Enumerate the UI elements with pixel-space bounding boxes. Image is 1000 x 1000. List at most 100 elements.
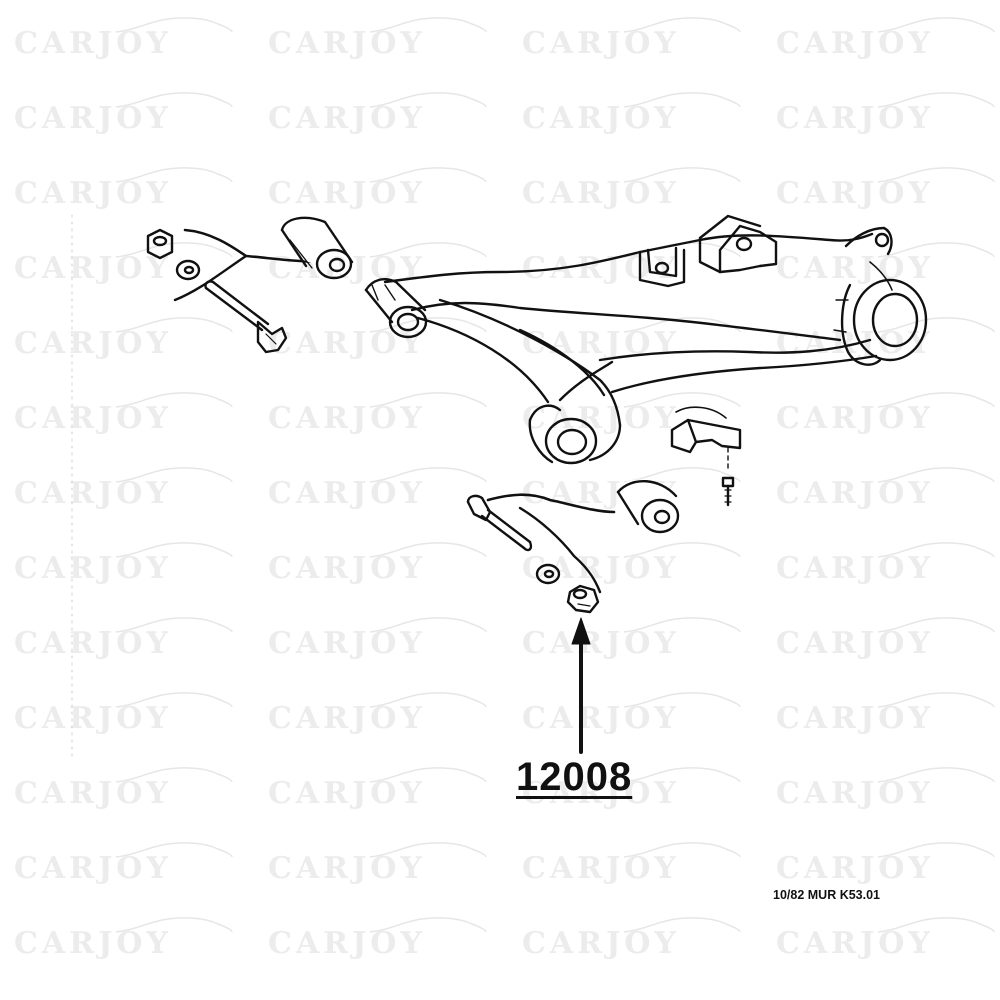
- watermark-text: CARJOY: [776, 701, 934, 736]
- car-silhouette-icon: [369, 767, 487, 783]
- watermark-text: CARJOY: [776, 251, 934, 286]
- document-reference: 10/82 MUR K53.01: [773, 888, 881, 902]
- car-silhouette-icon: [369, 92, 487, 108]
- arrow-up-icon: [571, 617, 591, 754]
- part-number-label: 12008: [516, 755, 633, 799]
- watermark-text: CARJOY: [268, 926, 426, 961]
- car-silhouette-icon: [623, 692, 741, 708]
- car-silhouette-icon: [877, 242, 995, 258]
- car-silhouette-icon: [623, 842, 741, 858]
- watermark-text: CARJOY: [14, 251, 172, 286]
- car-silhouette-icon: [877, 542, 995, 558]
- highlighted-nut-12008: [566, 584, 600, 614]
- car-silhouette-icon: [115, 767, 233, 783]
- watermark-text: CARJOY: [14, 401, 172, 436]
- car-silhouette-icon: [877, 692, 995, 708]
- watermark-text: CARJOY: [522, 851, 680, 886]
- watermark-text: CARJOY: [776, 551, 934, 586]
- car-silhouette-icon: [623, 167, 741, 183]
- watermark-text: CARJOY: [522, 551, 680, 586]
- watermark-text: CARJOY: [522, 776, 680, 811]
- watermark-text: CARJOY: [268, 476, 426, 511]
- upper-left-parts: [146, 216, 354, 354]
- car-silhouette-icon: [369, 467, 487, 483]
- car-silhouette-icon: [115, 392, 233, 408]
- watermark-text: CARJOY: [14, 926, 172, 961]
- car-silhouette-icon: [877, 17, 995, 33]
- car-silhouette-icon: [623, 542, 741, 558]
- car-silhouette-icon: [623, 917, 741, 933]
- car-silhouette-icon: [115, 92, 233, 108]
- watermark-text: CARJOY: [522, 926, 680, 961]
- watermark-text: CARJOY: [268, 101, 426, 136]
- car-silhouette-icon: [115, 917, 233, 933]
- car-silhouette-icon: [877, 392, 995, 408]
- car-silhouette-icon: [115, 17, 233, 33]
- car-silhouette-icon: [369, 317, 487, 333]
- watermark-text: CARJOY: [776, 776, 934, 811]
- watermark-text: CARJOY: [268, 176, 426, 211]
- car-silhouette-icon: [369, 392, 487, 408]
- rear-subframe: [364, 214, 928, 507]
- car-silhouette-icon: [115, 842, 233, 858]
- watermark-text: CARJOY: [14, 26, 172, 61]
- watermark-text: CARJOY: [776, 401, 934, 436]
- watermark-text: CARJOY: [14, 326, 172, 361]
- watermark-text: CARJOY: [268, 776, 426, 811]
- watermark-text: CARJOY: [776, 476, 934, 511]
- car-silhouette-icon: [623, 92, 741, 108]
- watermark-text: CARJOY: [14, 851, 172, 886]
- car-silhouette-icon: [369, 917, 487, 933]
- car-silhouette-icon: [369, 842, 487, 858]
- car-silhouette-icon: [115, 542, 233, 558]
- watermark-text: CARJOY: [268, 851, 426, 886]
- watermark-text: CARJOY: [522, 626, 680, 661]
- car-silhouette-icon: [877, 617, 995, 633]
- car-silhouette-icon: [877, 467, 995, 483]
- watermark-text: CARJOY: [776, 626, 934, 661]
- car-silhouette-icon: [623, 467, 741, 483]
- watermark-text: CARJOY: [14, 476, 172, 511]
- watermark-text: CARJOY: [14, 701, 172, 736]
- lower-parts: [466, 479, 680, 614]
- car-silhouette-icon: [115, 167, 233, 183]
- car-silhouette-icon: [877, 917, 995, 933]
- car-silhouette-icon: [369, 167, 487, 183]
- watermark-text: CARJOY: [268, 401, 426, 436]
- car-silhouette-icon: [877, 92, 995, 108]
- watermark-text: CARJOY: [268, 626, 426, 661]
- car-silhouette-icon: [623, 317, 741, 333]
- watermark-text: CARJOY: [268, 701, 426, 736]
- car-silhouette-icon: [115, 692, 233, 708]
- watermark-text: CARJOY: [776, 926, 934, 961]
- car-silhouette-icon: [877, 767, 995, 783]
- watermark-text: CARJOY: [522, 701, 680, 736]
- watermark-text: CARJOY: [268, 551, 426, 586]
- car-silhouette-icon: [877, 317, 995, 333]
- car-silhouette-icon: [623, 392, 741, 408]
- car-silhouette-icon: [369, 242, 487, 258]
- car-silhouette-icon: [115, 317, 233, 333]
- watermark-text: CARJOY: [522, 101, 680, 136]
- car-silhouette-icon: [115, 467, 233, 483]
- car-silhouette-icon: [877, 167, 995, 183]
- watermark-text: CARJOY: [522, 176, 680, 211]
- car-silhouette-icon: [369, 692, 487, 708]
- watermark-text: CARJOY: [776, 176, 934, 211]
- car-silhouette-icon: [369, 542, 487, 558]
- car-silhouette-icon: [623, 17, 741, 33]
- car-silhouette-icon: [623, 767, 741, 783]
- car-silhouette-icon: [369, 617, 487, 633]
- watermark-text: CARJOY: [776, 101, 934, 136]
- car-silhouette-icon: [115, 242, 233, 258]
- watermark-text: CARJOY: [14, 176, 172, 211]
- watermark-text: CARJOY: [776, 26, 934, 61]
- watermark-text: CARJOY: [14, 626, 172, 661]
- watermark-text: CARJOY: [14, 776, 172, 811]
- car-silhouette-icon: [623, 617, 741, 633]
- car-silhouette-icon: [369, 17, 487, 33]
- watermark-text: CARJOY: [776, 851, 934, 886]
- watermark-text: CARJOY: [268, 26, 426, 61]
- watermark-text: CARJOY: [14, 551, 172, 586]
